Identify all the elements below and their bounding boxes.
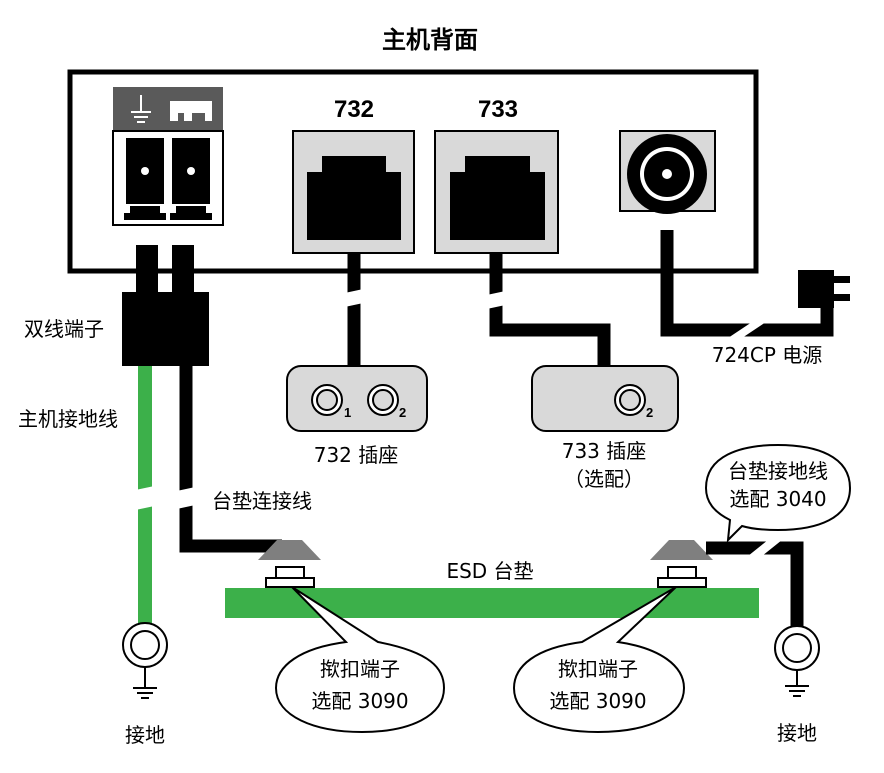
socket-733-label: 733 插座 [562, 439, 647, 463]
callout-mat-ground-wire: 台垫接地线 选配 3040 [704, 443, 852, 543]
power-adapter-plug-icon [798, 270, 850, 308]
callout-snap-right: 揿扣端子 选配 3090 [512, 586, 686, 734]
callout-snap-left-line2: 选配 3090 [311, 689, 408, 713]
ground-left-icon [122, 622, 168, 699]
power-jack[interactable] [619, 130, 716, 214]
dual-terminal-plug [122, 292, 209, 366]
chassis-symbol-icon [170, 101, 212, 121]
port-733-label: 733 [478, 96, 518, 123]
socket-733: 2 [531, 365, 679, 432]
socket-733-optional-label: （选配） [564, 467, 644, 491]
mat-connect-wire [179, 366, 282, 553]
socket-732: 1 2 [286, 365, 428, 432]
wire-terminal-right [172, 245, 194, 295]
esd-mat [225, 588, 759, 618]
wire-terminal-left [136, 245, 158, 295]
ground-left-label: 接地 [125, 723, 165, 747]
callout-mat-ground-line1: 台垫接地线 [728, 459, 828, 483]
dual-terminal-label: 双线端子 [24, 317, 104, 341]
callout-snap-left-line1: 揿扣端子 [320, 657, 400, 681]
ground-symbol-icon [131, 95, 151, 123]
jack-732-1-number: 1 [344, 405, 351, 420]
esd-mat-label: ESD 台垫 [446, 559, 533, 583]
ground-right-label: 接地 [777, 721, 817, 745]
mat-ground-wire [706, 541, 804, 630]
callout-mat-ground-line2: 选配 3040 [729, 487, 826, 511]
power-724cp-label: 724CP 电源 [712, 343, 823, 367]
port-732-rj-jack[interactable] [292, 130, 415, 254]
dual-terminal-block [112, 87, 224, 226]
callout-snap-right-line1: 揿扣端子 [558, 657, 638, 681]
cable-733 [489, 253, 611, 372]
ground-right-icon [774, 625, 820, 697]
jack-733-2-number: 2 [646, 405, 653, 420]
host-ground-wire-label: 主机接地线 [18, 407, 118, 431]
diagram-title: 主机背面 [382, 27, 478, 54]
jack-732-2-number: 2 [399, 405, 406, 420]
snap-terminal-right[interactable] [650, 540, 713, 588]
snap-terminal-left[interactable] [258, 540, 321, 588]
socket-732-label: 732 插座 [314, 443, 399, 467]
callout-snap-right-line2: 选配 3090 [549, 689, 646, 713]
callout-snap-left: 揿扣端子 选配 3090 [274, 586, 446, 734]
mat-connect-wire-label: 台垫连接线 [212, 489, 312, 513]
port-732-label: 732 [334, 96, 374, 123]
port-733-rj-jack[interactable] [434, 130, 559, 254]
